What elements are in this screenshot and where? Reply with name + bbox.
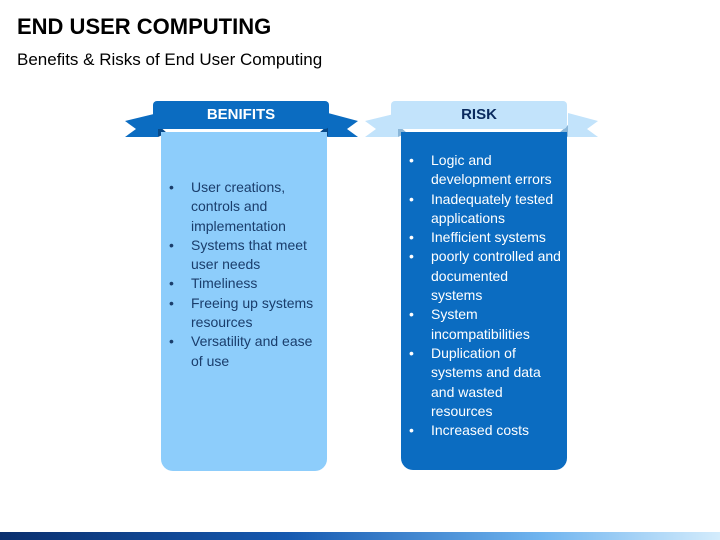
- bullet-icon: •: [409, 190, 414, 207]
- risk-heading: RISK: [461, 106, 497, 123]
- bullet-icon: •: [409, 422, 414, 439]
- list-item: •Freeing up systems resources: [169, 294, 314, 331]
- bullet-icon: •: [409, 152, 414, 168]
- benefits-panel: •User creations, controls and implementa…: [161, 132, 327, 471]
- risk-ribbon-left-tail: [365, 113, 398, 137]
- list-item: •Duplication of systems and data and was…: [409, 344, 541, 419]
- list-item: •Inefficient systems: [403, 228, 563, 247]
- risk-ribbon-right-tail: [568, 113, 598, 137]
- bullet-icon: •: [409, 248, 414, 265]
- list-item: •Systems that meet user needs: [169, 236, 307, 273]
- page-title: END USER COMPUTING: [17, 14, 272, 39]
- list-item: •Increased costs: [403, 421, 563, 440]
- page-subtitle: Benefits & Risks of End User Computing: [17, 50, 323, 69]
- bullet-icon: •: [409, 344, 414, 361]
- risk-panel: •Logic and development errors •Inadequat…: [401, 132, 567, 470]
- list-item: •User creations, controls and implementa…: [169, 179, 286, 234]
- bullet-icon: •: [169, 275, 174, 292]
- bullet-icon: •: [169, 179, 174, 195]
- risk-ribbon-band: [391, 101, 567, 129]
- benefits-heading: BENIFITS: [206, 106, 276, 123]
- footer-gradient-bar: [0, 532, 720, 540]
- risk-list: •Logic and development errors •Inadequat…: [403, 151, 563, 440]
- list-item: •Logic and development errors: [409, 152, 552, 188]
- list-item: •poorly controlled and documented system…: [409, 248, 561, 304]
- benefits-ribbon-band: [153, 101, 329, 129]
- bullet-icon: •: [169, 294, 174, 311]
- list-item: •Timeliness: [163, 274, 321, 293]
- benefits-ribbon-left-tail: [125, 113, 158, 137]
- bullet-icon: •: [169, 236, 174, 253]
- bullet-icon: •: [409, 306, 414, 323]
- list-item: •System incompatibilities: [409, 306, 530, 342]
- bullet-icon: •: [169, 333, 174, 350]
- list-item: •Versatility and ease of use: [169, 333, 313, 369]
- benefits-ribbon-right-tail: [328, 113, 358, 137]
- bullet-icon: •: [409, 229, 414, 246]
- benefits-list: •User creations, controls and implementa…: [163, 178, 321, 371]
- list-item: •Inadequately tested applications: [409, 190, 554, 226]
